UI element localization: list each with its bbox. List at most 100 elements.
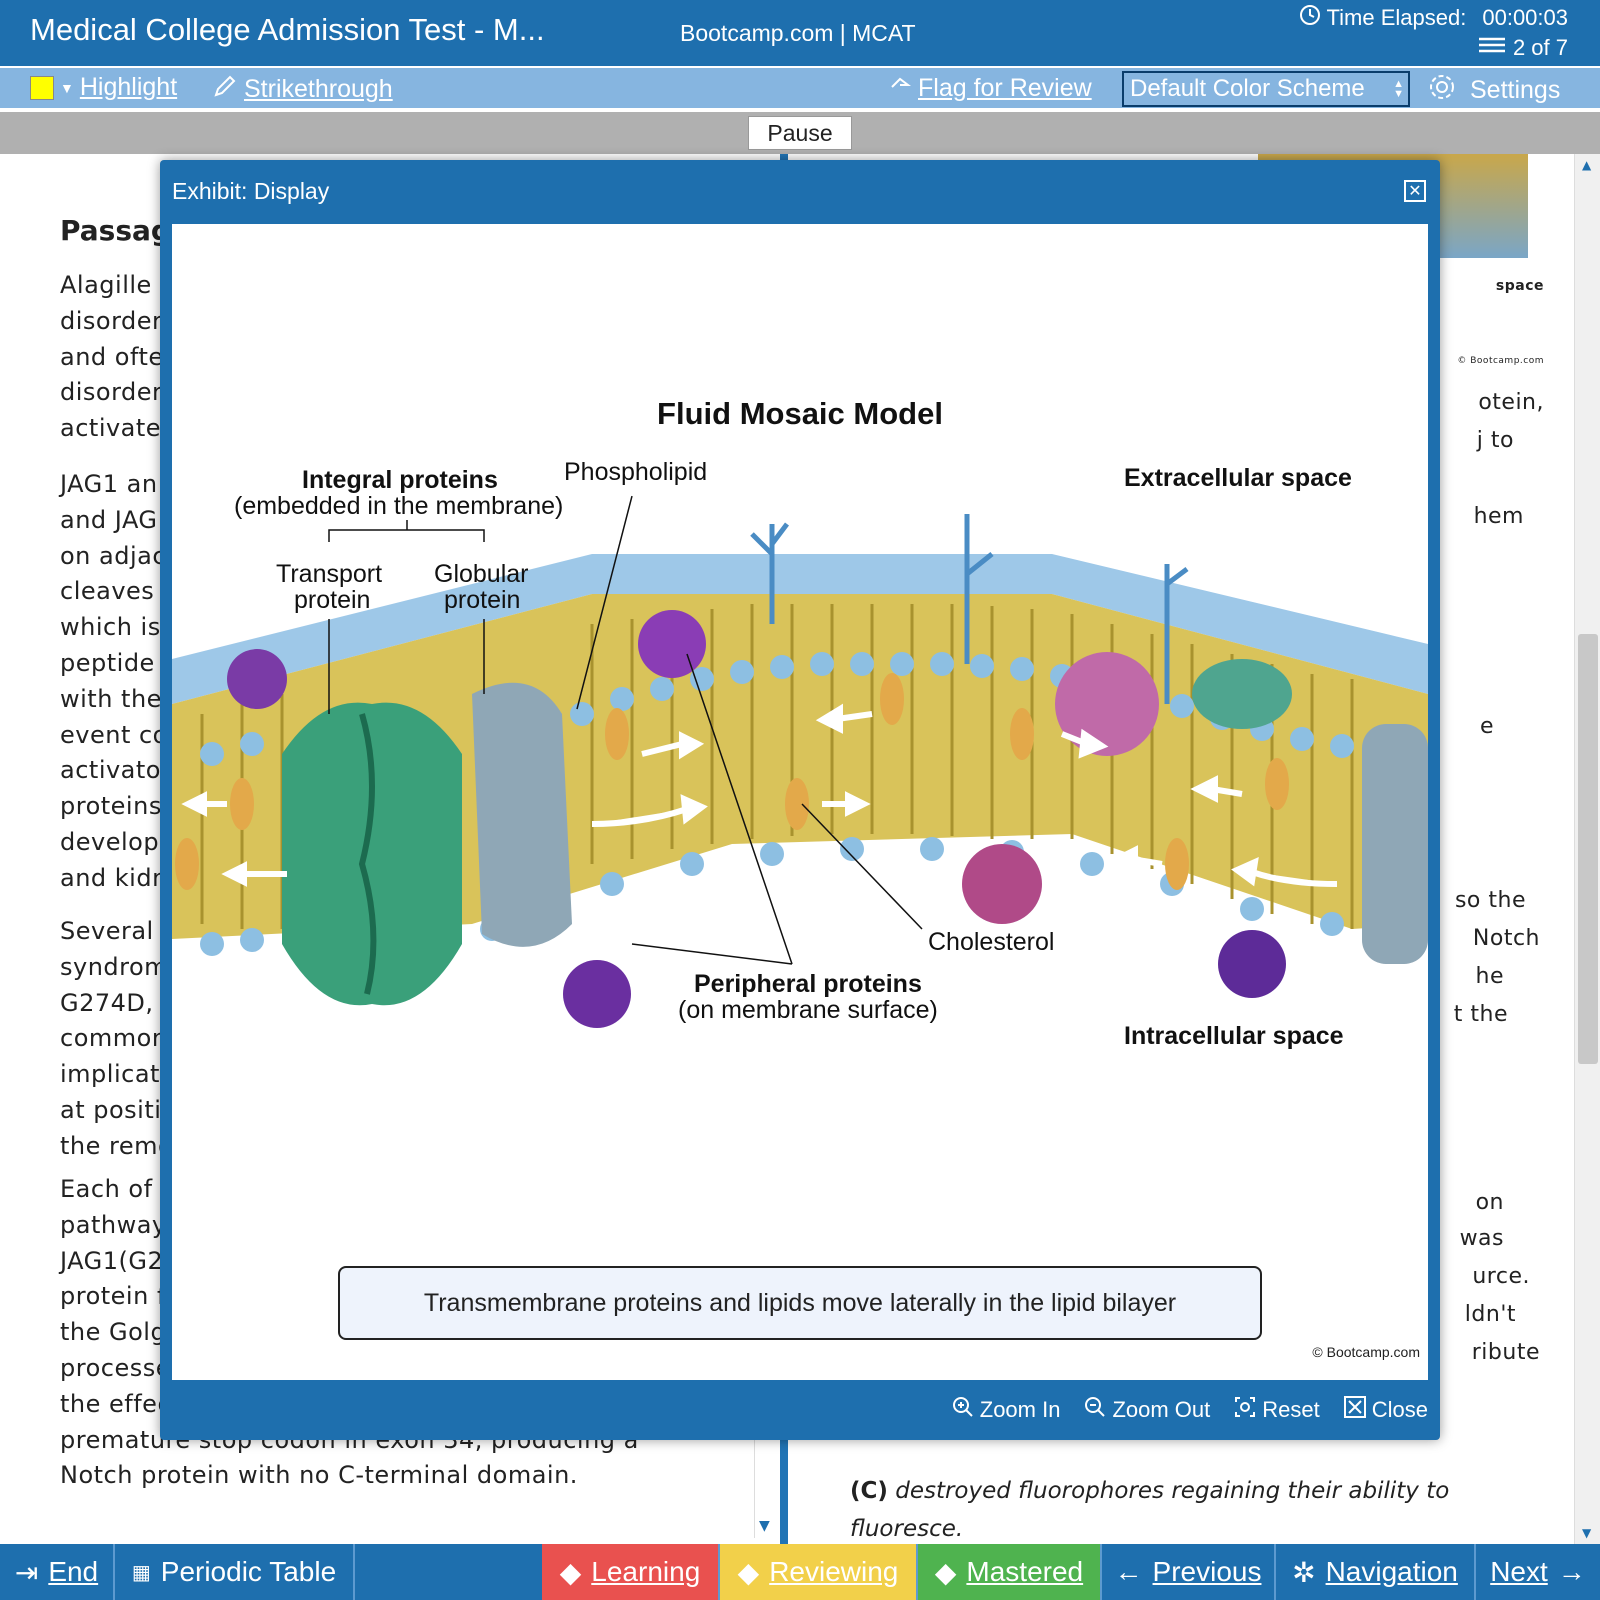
passage-paragraph-1: Alagille s disorder and ofte disorder ac… xyxy=(60,268,173,447)
question-fragment: urce. xyxy=(1472,1264,1530,1289)
highlight-button[interactable]: ▼ Highlight xyxy=(30,73,177,102)
passage-line: the remo xyxy=(60,1131,174,1160)
phospholipid-label: Phospholipid xyxy=(564,458,708,486)
navigation-button[interactable]: ✲ Navigation xyxy=(1276,1544,1476,1600)
passage-line: pathway xyxy=(60,1210,167,1239)
next-label: Next xyxy=(1490,1556,1548,1587)
pencil-icon xyxy=(212,73,238,106)
end-button[interactable]: ⇥ End xyxy=(0,1544,115,1600)
intracellular-label: Intracellular space xyxy=(1124,1022,1344,1050)
periodic-table-button[interactable]: ▦ Periodic Table xyxy=(115,1544,355,1600)
passage-line: protein f xyxy=(60,1282,166,1311)
gear-icon xyxy=(1428,73,1456,108)
answer-choice-c[interactable]: (C) destroyed fluorophores regaining the… xyxy=(850,1472,1490,1544)
passage-line: activator xyxy=(60,756,172,785)
strikethrough-label: Strikethrough xyxy=(244,75,393,103)
settings-button[interactable]: Settings xyxy=(1428,73,1560,108)
zoom-out-button[interactable]: Zoom Out xyxy=(1084,1396,1210,1424)
passage-paragraph-2: JAG1 an and JAG on adjac cleaves t which… xyxy=(60,467,172,897)
passage-line: Notch protein with no C-terminal domain. xyxy=(60,1461,578,1490)
dropdown-caret-icon[interactable]: ▼ xyxy=(60,79,74,96)
passage-line: Alagille s xyxy=(60,271,173,299)
passage-line: disorder xyxy=(60,378,163,407)
passage-line: with the xyxy=(60,684,162,713)
arrow-right-icon: → xyxy=(1557,1556,1586,1587)
question-fragment: he xyxy=(1475,964,1504,989)
bottom-nav: ⇥ End ▦ Periodic Table ◆ Learning ◆ Revi… xyxy=(0,1544,1600,1600)
passage-line: Each of t xyxy=(60,1175,171,1203)
membrane-illustration xyxy=(172,495,1428,1028)
periodic-table-label: Periodic Table xyxy=(160,1556,337,1587)
passage-line: activate xyxy=(60,414,162,443)
previous-label: Previous xyxy=(1152,1556,1262,1587)
scroll-down-icon[interactable]: ▼ xyxy=(759,1518,770,1534)
passage-line: the Golg xyxy=(60,1318,167,1347)
passage-line: proteins xyxy=(60,792,162,821)
passage-line: and kidn xyxy=(60,863,168,892)
reviewing-button[interactable]: ◆ Reviewing xyxy=(720,1544,918,1600)
strikethrough-button[interactable]: Strikethrough xyxy=(212,73,393,106)
previous-button[interactable]: ← Previous xyxy=(1102,1544,1276,1600)
color-scheme-select[interactable]: Default Color Scheme ▲▼ xyxy=(1122,71,1410,107)
end-label: End xyxy=(48,1556,99,1587)
copyright-label: © Bootcamp.com xyxy=(1312,1344,1420,1360)
next-button[interactable]: Next → xyxy=(1476,1544,1600,1600)
extracellular-label: Extracellular space xyxy=(1124,464,1352,492)
pause-button[interactable]: Pause xyxy=(748,116,852,150)
flag-for-review-button[interactable]: Flag for Review xyxy=(888,73,1092,104)
passage-line: which is xyxy=(60,613,161,642)
scrollbar-thumb[interactable] xyxy=(1578,634,1598,1064)
learning-button[interactable]: ◆ Learning xyxy=(542,1544,720,1600)
zoom-in-button[interactable]: Zoom In xyxy=(952,1396,1061,1424)
passage-line: common xyxy=(60,1024,168,1053)
question-scrollbar[interactable]: ▲ ▼ xyxy=(1574,154,1600,1544)
passage-line: peptide xyxy=(60,648,155,677)
passage-line: developr xyxy=(60,827,170,856)
passage-line: and ofte xyxy=(60,342,164,371)
navigation-label: Navigation xyxy=(1325,1556,1458,1587)
passage-paragraph-3: Several syndrom G274D, common implicate … xyxy=(60,914,175,1165)
question-fragment: so the xyxy=(1454,888,1526,913)
question-count-text: 2 of 7 xyxy=(1512,35,1568,60)
select-arrows-icon: ▲▼ xyxy=(1393,78,1404,100)
settings-label: Settings xyxy=(1470,76,1561,104)
question-fragment: was xyxy=(1459,1226,1504,1251)
mastered-button[interactable]: ◆ Mastered xyxy=(918,1544,1102,1600)
toolbar: ▼ Highlight Strikethrough Flag for Revie… xyxy=(0,66,1600,110)
figure-title: Fluid Mosaic Model xyxy=(657,396,943,431)
scroll-down-icon[interactable]: ▼ xyxy=(1582,1526,1592,1540)
scroll-up-icon[interactable]: ▲ xyxy=(1582,158,1592,172)
passage-line: at positi xyxy=(60,1095,162,1124)
site-label: Bootcamp.com | MCAT xyxy=(680,20,916,46)
title-bar: Medical College Admission Test - M... Bo… xyxy=(0,0,1600,66)
modal-footer: Zoom In Zoom Out Reset Close xyxy=(952,1390,1428,1430)
question-fragment: j to xyxy=(1476,428,1514,453)
tag-icon: ◆ xyxy=(559,1556,582,1588)
answer-text: destroyed fluorophores regaining their a… xyxy=(850,1478,1450,1542)
question-fragment: hem xyxy=(1473,504,1524,529)
timer: Time Elapsed: 00:00:03 xyxy=(1299,4,1568,32)
learning-label: Learning xyxy=(591,1556,701,1587)
passage-line: JAG1(G2 xyxy=(60,1246,164,1275)
arrow-left-icon: ← xyxy=(1114,1556,1143,1587)
close-label: Close xyxy=(1371,1397,1428,1422)
color-scheme-value: Default Color Scheme xyxy=(1130,75,1365,102)
passage-scrollbar[interactable]: ▼ xyxy=(754,1420,778,1538)
close-icon[interactable]: ✕ xyxy=(1404,180,1426,202)
passage-line: syndrom xyxy=(60,952,169,981)
highlight-label: Highlight xyxy=(79,73,178,101)
passage-line: processe xyxy=(60,1353,171,1382)
flag-label: Flag for Review xyxy=(918,74,1092,102)
highlight-color-swatch[interactable] xyxy=(30,75,54,100)
peripheral-proteins-label: Peripheral proteins xyxy=(694,970,922,998)
modal-title: Exhibit: Display xyxy=(172,178,330,204)
flag-icon xyxy=(888,73,912,104)
reset-button[interactable]: Reset xyxy=(1234,1396,1320,1424)
close-button[interactable]: Close xyxy=(1343,1396,1428,1424)
clock-icon xyxy=(1299,4,1321,32)
reset-icon xyxy=(1234,1396,1256,1424)
zoom-in-label: Zoom In xyxy=(979,1397,1061,1422)
question-fragment: t the xyxy=(1453,1002,1508,1027)
passage-title: Passag xyxy=(60,214,171,247)
passage-line: G274D, xyxy=(60,988,154,1017)
